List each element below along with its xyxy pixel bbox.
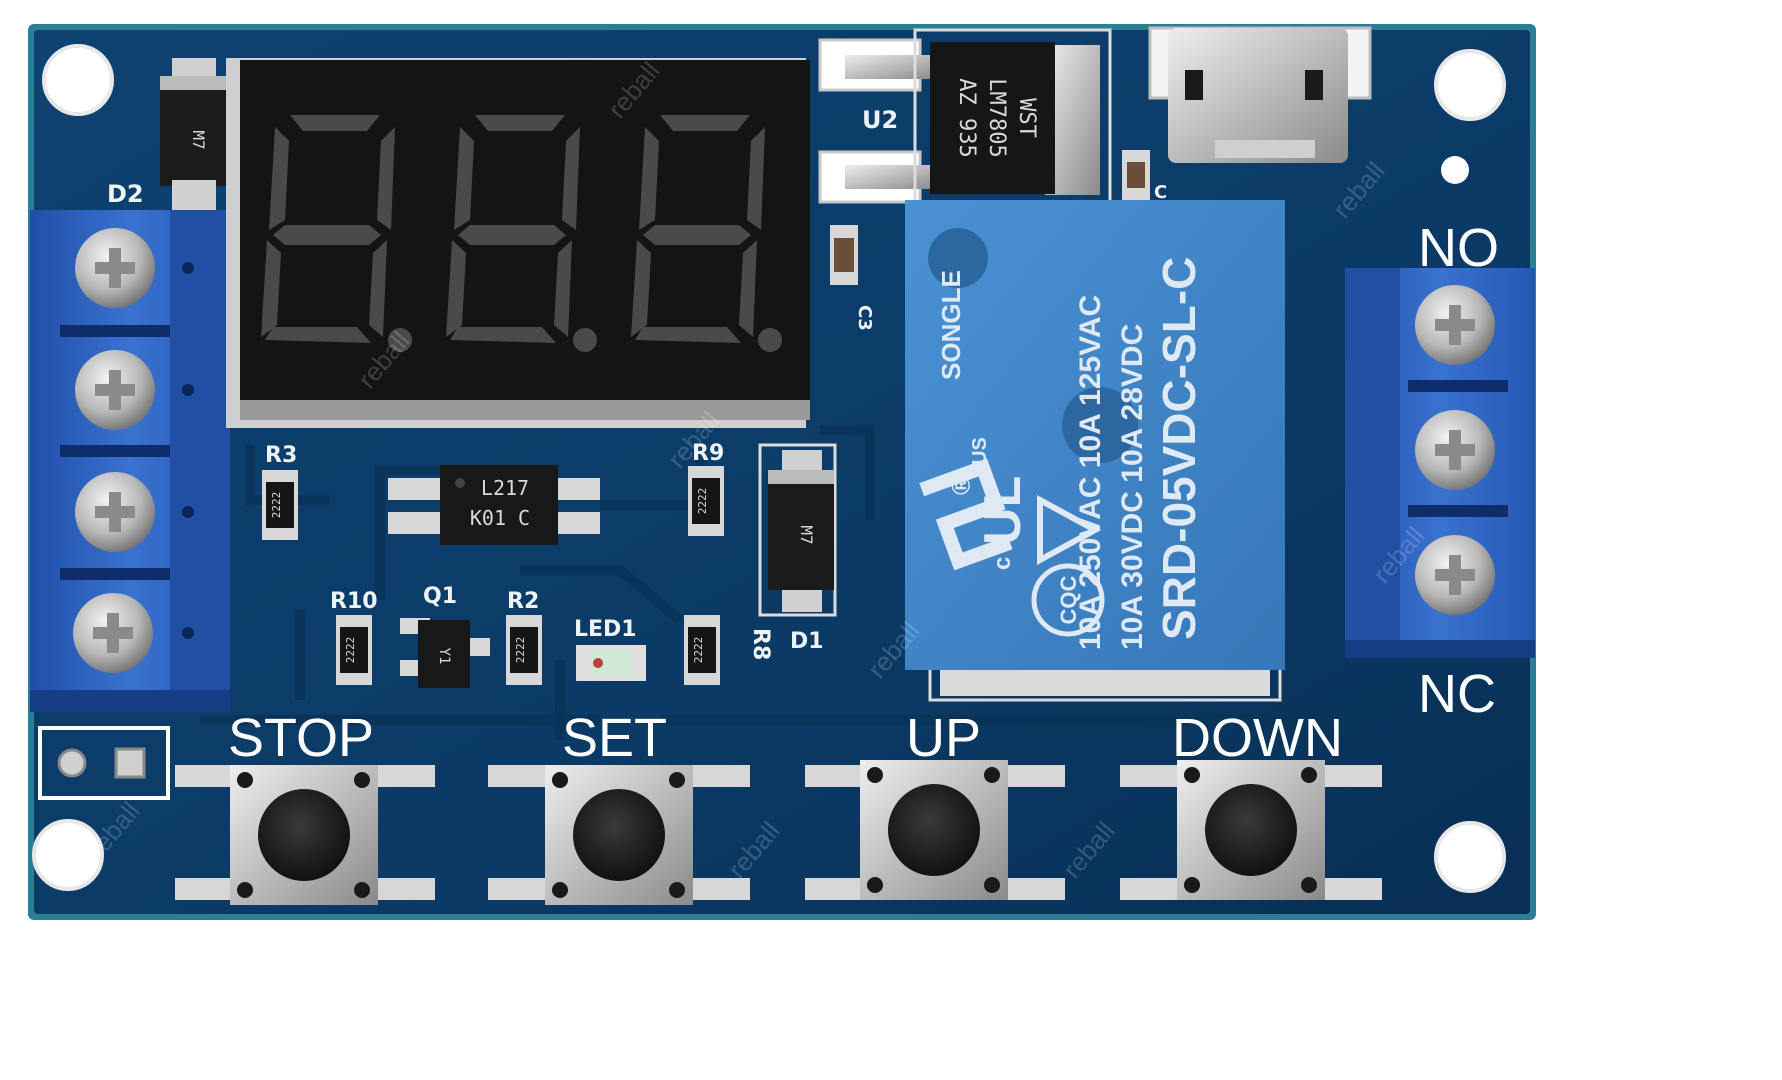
- resistor-r2: 2222: [506, 615, 542, 685]
- relay-cqc-logo: CQC: [1031, 563, 1105, 637]
- transistor-q1: Y1: [400, 618, 490, 688]
- screw-right-com: [1415, 410, 1495, 490]
- relay-rating-line2: 10A 30VDC 10A 28VDC: [1116, 324, 1149, 650]
- resistor-r3-code: 2222: [270, 492, 283, 519]
- label-r2: R2: [507, 589, 539, 614]
- relay-model: SRD-05VDC-SL-C: [1153, 257, 1205, 640]
- terminal-block-left: [30, 210, 230, 712]
- digit-1: [261, 115, 412, 352]
- regulator-brand: WST: [1014, 98, 1039, 138]
- stop-button[interactable]: [175, 765, 435, 905]
- label-nc: NC: [1418, 664, 1496, 724]
- label-no: NO: [1418, 218, 1499, 278]
- resistor-r2-code: 2222: [514, 637, 527, 664]
- relay-songle: SONGLE ® c UL US 10A 250VAC 10A 125VAC 1…: [905, 200, 1285, 702]
- regulator-code: AZ 935: [954, 78, 979, 157]
- set-button[interactable]: [488, 765, 750, 905]
- relay-brand: SONGLE: [936, 270, 966, 380]
- up-button[interactable]: [805, 760, 1065, 900]
- regulator-part: LM7805: [984, 78, 1009, 157]
- label-r8: R8: [748, 628, 773, 660]
- resistor-r10: 2222: [336, 615, 372, 685]
- relay-ul-prefix: c: [989, 557, 1016, 570]
- label-led1: LED1: [574, 617, 637, 642]
- capacitor-c3: [830, 225, 858, 285]
- terminal-block-right: [1345, 268, 1535, 658]
- capacitor-c: [1122, 150, 1150, 200]
- relay-s-logo: [919, 458, 1013, 571]
- label-q1: Q1: [423, 584, 457, 609]
- resistor-r8: 2222: [684, 615, 720, 685]
- resistor-r10-code: 2222: [344, 637, 357, 664]
- diode-d1: M7: [758, 443, 837, 617]
- resistor-r9: 2222: [688, 466, 724, 536]
- diode-d2: M7: [160, 58, 226, 210]
- label-set: SET: [562, 708, 667, 768]
- label-d2: D2: [107, 180, 144, 208]
- relay-ul-suffix: US: [969, 437, 991, 465]
- label-r3: R3: [265, 443, 297, 468]
- label-stop: STOP: [228, 708, 374, 768]
- screw-right-no: [1415, 285, 1495, 365]
- screw-left-2: [75, 350, 155, 430]
- voltage-regulator-u2: WST LM7805 AZ 935: [818, 28, 1112, 208]
- screw-left-4: [73, 593, 153, 673]
- relay-cqc: CQC: [1056, 575, 1081, 624]
- optocoupler-chip: L217 K01 C: [388, 465, 600, 545]
- label-d1: D1: [790, 629, 824, 654]
- transistor-q1-code: Y1: [436, 648, 452, 665]
- screw-right-nc: [1415, 535, 1495, 615]
- digit-3: [631, 115, 782, 352]
- two-pin-header: [38, 726, 170, 800]
- resistor-r8-code: 2222: [692, 637, 705, 664]
- label-r9: R9: [692, 441, 724, 466]
- mounting-holes: [32, 44, 1506, 893]
- label-u2: U2: [862, 106, 898, 134]
- digit-2: [446, 115, 597, 352]
- diode-d1-mark: M7: [797, 525, 816, 544]
- label-r10: R10: [330, 589, 378, 614]
- label-down: DOWN: [1172, 708, 1343, 768]
- relay-warning-triangle: [1037, 494, 1102, 566]
- down-button[interactable]: [1120, 760, 1382, 900]
- optocoupler-line1: L217: [481, 476, 529, 500]
- label-c3: C3: [854, 305, 875, 331]
- micro-usb-connector: [1148, 26, 1372, 163]
- label-c: C: [1154, 182, 1167, 203]
- optocoupler-line2: K01 C: [470, 506, 530, 530]
- screw-left-1: [75, 228, 155, 308]
- label-up: UP: [906, 708, 981, 768]
- screw-left-3: [75, 472, 155, 552]
- resistor-r9-code: 2222: [696, 488, 709, 515]
- seven-segment-display: [226, 58, 810, 428]
- led1: [576, 645, 646, 681]
- diode-d2-mark: M7: [189, 130, 208, 149]
- resistor-r3: 2222: [262, 470, 298, 540]
